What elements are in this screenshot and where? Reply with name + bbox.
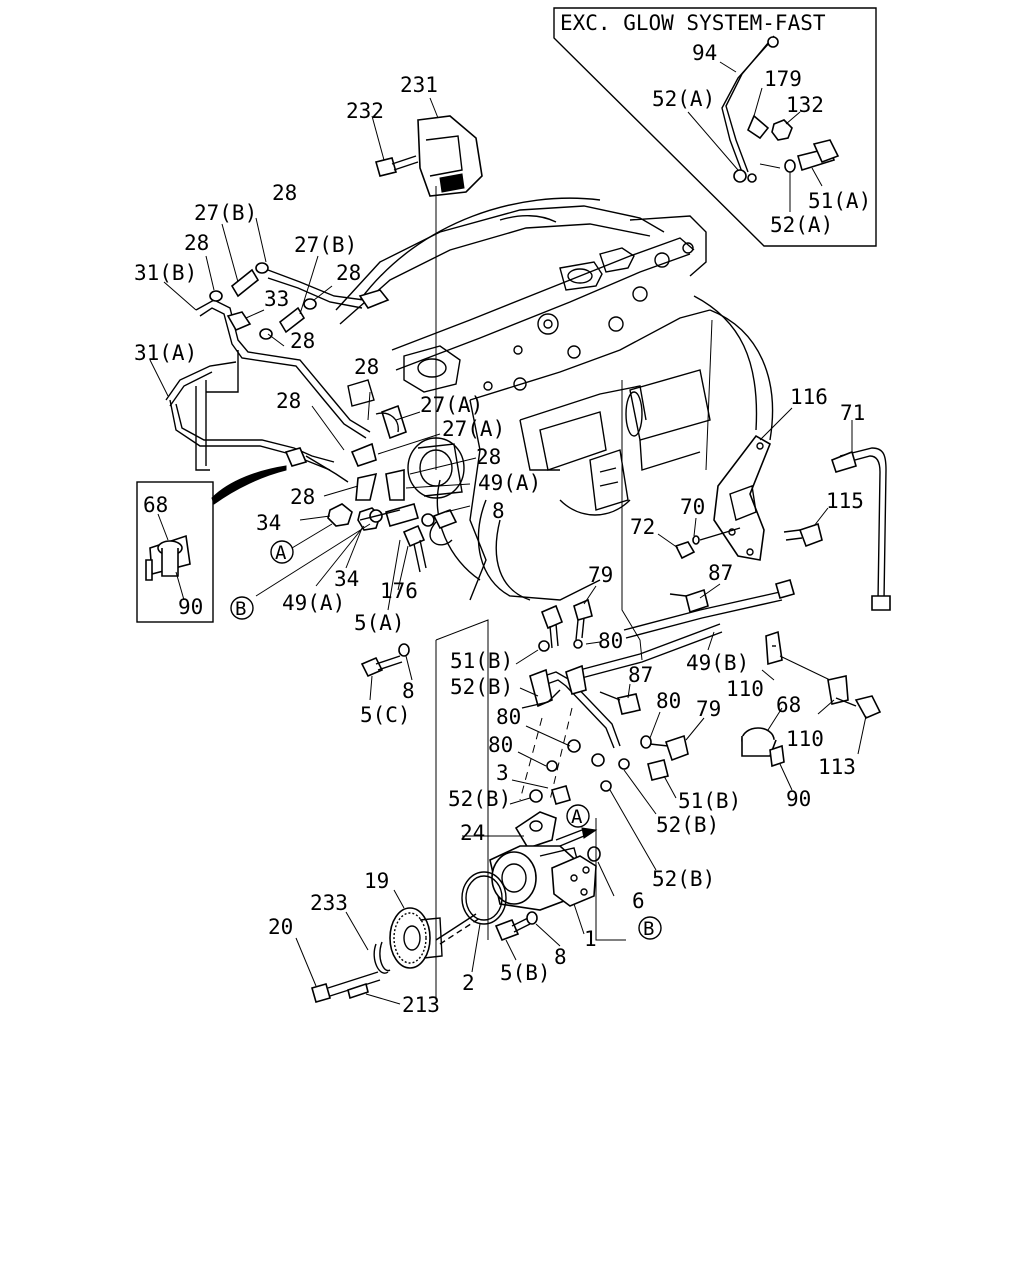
gear-case-cover: 231 232 xyxy=(346,73,483,470)
callout-28-b: 28 xyxy=(184,231,209,255)
callout-213: 213 xyxy=(402,993,440,1017)
callout-24: 24 xyxy=(460,821,485,845)
ref-mark-b-left: B xyxy=(235,598,246,620)
callout-110-a: 110 xyxy=(726,677,764,701)
ref-mark-a-left: A xyxy=(275,542,287,564)
callout-28-d: 28 xyxy=(290,329,315,353)
callout-231: 231 xyxy=(400,73,438,97)
callout-28-h: 28 xyxy=(290,485,315,509)
callout-28-c: 28 xyxy=(336,261,361,285)
callout-52b-b: 52(B) xyxy=(448,787,511,811)
callout-110-b: 110 xyxy=(786,727,824,751)
injection-pump: 24 52(B) 6 1 19 233 20 2 5(B) 8 213 xyxy=(268,811,715,1017)
inset-label-52a-bottom: 52(A) xyxy=(770,213,833,237)
ref-marks-pump: A B xyxy=(566,804,662,940)
callout-8-a: 8 xyxy=(492,499,505,523)
callout-34-a: 34 xyxy=(256,511,281,535)
callout-28-g: 28 xyxy=(476,445,501,469)
inset-clamp: 68 90 xyxy=(136,481,214,623)
callout-5c: 5(C) xyxy=(360,703,411,727)
callout-80-b: 80 xyxy=(656,689,681,713)
callout-8-b: 8 xyxy=(402,679,415,703)
callout-70: 70 xyxy=(680,495,705,519)
callout-49a-b: 49(A) xyxy=(282,591,345,615)
callout-52b-d: 52(B) xyxy=(652,867,715,891)
inset-label-179: 179 xyxy=(764,67,802,91)
clamp-group: 110 68 110 113 90 xyxy=(726,630,882,811)
callout-2: 2 xyxy=(462,971,475,995)
callout-80-a: 80 xyxy=(598,629,623,653)
callout-176: 176 xyxy=(380,579,418,603)
callout-8-c: 8 xyxy=(554,945,567,969)
callout-80-d: 80 xyxy=(488,733,513,757)
callout-27a-a: 27(A) xyxy=(420,393,483,417)
inset-glow-system: EXC. GLOW SYSTEM-FAST 94 179 132 52(A) 5… xyxy=(553,7,877,247)
callout-80-c: 80 xyxy=(496,705,521,729)
callout-52b-a: 52(B) xyxy=(450,675,513,699)
ref-mark-b-pump: B xyxy=(643,918,654,940)
callout-87-a: 87 xyxy=(708,561,733,585)
callout-68: 68 xyxy=(776,693,801,717)
callout-49a-a: 49(A) xyxy=(478,471,541,495)
callout-49b: 49(B) xyxy=(686,651,749,675)
inset-title: EXC. GLOW SYSTEM-FAST xyxy=(560,11,826,35)
inset-label-94: 94 xyxy=(692,41,717,65)
inset-label-52a-top: 52(A) xyxy=(652,87,715,111)
callout-31b: 31(B) xyxy=(134,261,197,285)
ref-marks-left: A B xyxy=(230,540,294,620)
bracket-and-pipe: 116 71 115 70 72 87 xyxy=(623,385,891,639)
callout-90: 90 xyxy=(786,787,811,811)
leak-off-pipes: 28 27(B) 28 27(B) 28 31(B) 33 28 31(A) 2… xyxy=(134,181,541,635)
inset-label-68: 68 xyxy=(143,493,168,517)
callout-233: 233 xyxy=(310,891,348,915)
callout-28-a: 28 xyxy=(272,181,297,205)
callout-6: 6 xyxy=(632,889,645,913)
ref-mark-a-pump: A xyxy=(571,806,583,828)
callout-51b-b: 51(B) xyxy=(678,789,741,813)
inset-label-90: 90 xyxy=(178,595,203,619)
callout-27a-b: 27(A) xyxy=(442,417,505,441)
callout-31a: 31(A) xyxy=(134,341,197,365)
inset-label-51a: 51(A) xyxy=(808,189,871,213)
callout-3: 3 xyxy=(496,761,509,785)
callout-51b-a: 51(B) xyxy=(450,649,513,673)
callout-1: 1 xyxy=(584,927,597,951)
callout-115: 115 xyxy=(826,489,864,513)
callout-72: 72 xyxy=(630,515,655,539)
callout-33: 33 xyxy=(264,287,289,311)
callout-113: 113 xyxy=(818,755,856,779)
callout-27b-a: 27(B) xyxy=(194,201,257,225)
callout-52b-c: 52(B) xyxy=(656,813,719,837)
bolt-5c-group: 8 5(C) xyxy=(360,643,415,727)
callout-116: 116 xyxy=(790,385,828,409)
callout-28-f: 28 xyxy=(276,389,301,413)
inset-label-132: 132 xyxy=(786,93,824,117)
overflow-pipe-group: 79 80 51(B) 52(B) 49(B) 87 80 79 80 80 3… xyxy=(448,563,749,871)
callout-34-b: 34 xyxy=(334,567,359,591)
engine-block xyxy=(335,197,774,601)
callout-20: 20 xyxy=(268,915,293,939)
callout-19: 19 xyxy=(364,869,389,893)
callout-71: 71 xyxy=(840,401,865,425)
callout-87-b: 87 xyxy=(628,663,653,687)
callout-5a: 5(A) xyxy=(354,611,405,635)
callout-28-e: 28 xyxy=(354,355,379,379)
callout-79-b: 79 xyxy=(696,697,721,721)
callout-5b: 5(B) xyxy=(500,961,551,985)
callout-27b-b: 27(B) xyxy=(294,233,357,257)
callout-232: 232 xyxy=(346,99,384,123)
callout-79-a: 79 xyxy=(588,563,613,587)
